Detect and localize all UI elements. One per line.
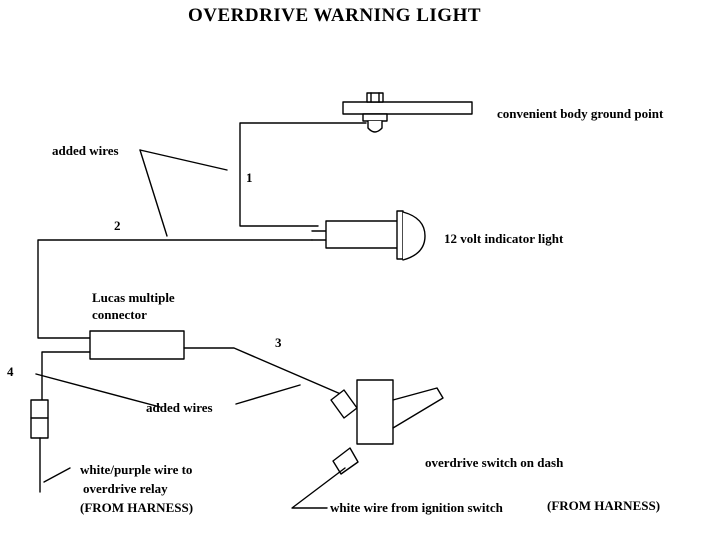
- relay-wire-label-line1: white/purple wire to: [80, 462, 193, 477]
- relay-wire-label-line3: (FROM HARNESS): [80, 500, 194, 515]
- overdrive-switch-label: overdrive switch on dash: [425, 455, 564, 470]
- wire-4-label: 4: [7, 364, 14, 379]
- added-wires-label-bottom: added wires: [146, 400, 213, 415]
- wire-ignition: [291, 467, 346, 509]
- indicator-lamp-icon: [311, 210, 426, 261]
- page-title: OVERDRIVE WARNING LIGHT: [188, 5, 482, 26]
- wire-2: [37, 239, 313, 339]
- ignition-wire-label: white wire from ignition switch: [330, 500, 503, 515]
- ground-point-label: convenient body ground point: [497, 106, 664, 121]
- wire-1-label: 1: [246, 170, 253, 185]
- lucas-connector-icon: [89, 330, 185, 360]
- connector-label-line1: Lucas multiple: [92, 290, 175, 305]
- ignition-harness-label: (FROM HARNESS): [547, 498, 661, 513]
- wire-2-label: 2: [114, 218, 121, 233]
- ground-bolt-icon: [342, 92, 473, 133]
- added-wires-label-top: added wires: [52, 143, 119, 158]
- wire-3: [183, 347, 344, 396]
- connector-label-line2: connector: [92, 307, 147, 322]
- wire-1: [239, 122, 367, 227]
- wire-4: [41, 351, 91, 401]
- wire-3-label: 3: [275, 335, 282, 350]
- relay-wire-label-line2: overdrive relay: [83, 481, 168, 496]
- inline-connector-icon: [30, 399, 49, 439]
- indicator-light-label: 12 volt indicator light: [444, 231, 564, 246]
- overdrive-switch-icon: [330, 379, 444, 475]
